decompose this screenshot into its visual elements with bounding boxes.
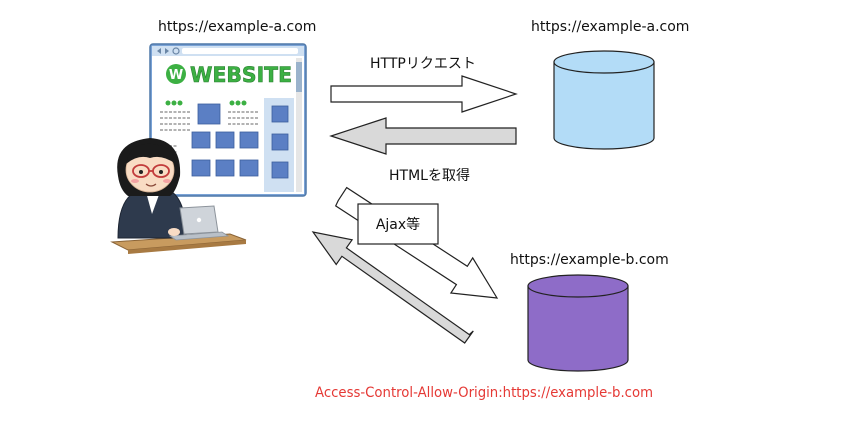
website-illustration: W WEBSITE [149,43,307,197]
http-request-arrow [330,75,518,113]
html-response-arrow [329,117,517,155]
server-b-database-icon [527,274,629,372]
glasses-icon [132,164,170,178]
cors-response-arrow [311,231,474,344]
server-a-label: https://example-a.com [531,19,689,35]
http-request-label: HTTPリクエスト [370,56,476,72]
ajax-label: Ajax等 [376,216,420,233]
ajax-label-box: Ajax等 [357,203,439,245]
server-b-label: https://example-b.com [510,252,669,268]
laptop-icon [168,205,230,241]
website-logo-icon [166,64,186,84]
website-logo-letter: W [169,68,183,83]
server-a-database-icon [553,50,655,150]
browser-nav-icon [157,47,180,55]
user-at-laptop-illustration [110,138,247,254]
client-origin-label: https://example-a.com [158,19,316,35]
get-html-label: HTMLを取得 [389,167,470,184]
cors-header-label: Access-Control-Allow-Origin:https://exam… [315,385,653,401]
website-title: WEBSITE [190,63,292,87]
